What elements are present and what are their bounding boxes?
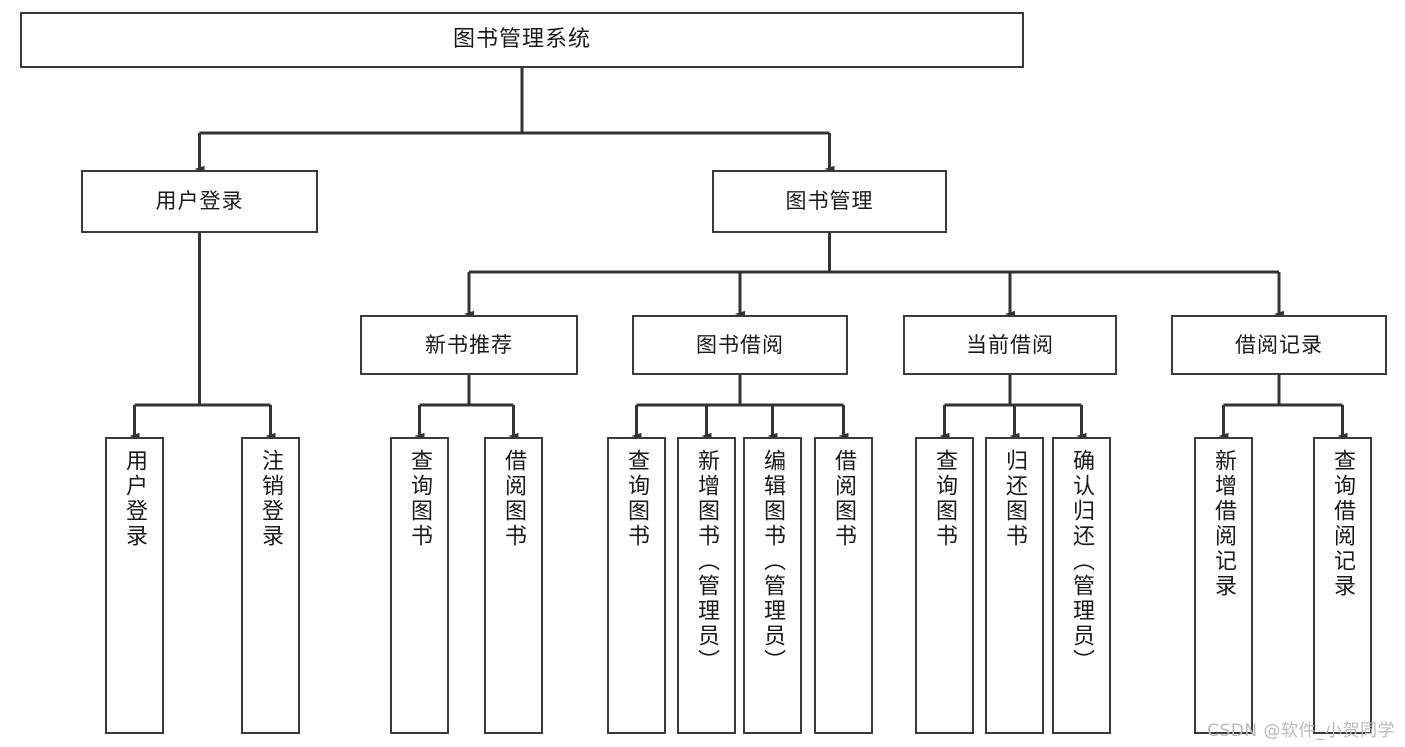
edge-group xyxy=(129,68,1348,440)
node-bookmgmt[interactable]: 图书管理 xyxy=(712,170,947,233)
node-record[interactable]: 借阅记录 xyxy=(1171,315,1387,375)
node-label: 查询借阅记录 xyxy=(1330,449,1356,599)
watermark-label: CSDN @软件_小贺同学 xyxy=(1207,721,1395,741)
node-label: 当前借阅 xyxy=(966,332,1054,357)
node-label: 注销登录 xyxy=(258,449,284,549)
node-label: 新书推荐 xyxy=(425,332,513,357)
node-label: 新增借阅记录 xyxy=(1211,449,1237,599)
node-leaf10[interactable]: 归还图书 xyxy=(985,437,1044,734)
node-label: 借阅图书 xyxy=(501,449,527,549)
node-leaf6[interactable]: 新增图书（管理员） xyxy=(677,437,736,734)
node-label: 归还图书 xyxy=(1002,449,1028,549)
node-label: 借阅记录 xyxy=(1235,332,1323,357)
node-label: 用户登录 xyxy=(155,189,244,214)
node-label: 图书借阅 xyxy=(696,332,784,357)
node-label: 查询图书 xyxy=(932,449,958,549)
node-label: 编辑图书（管理员） xyxy=(760,449,786,674)
node-leaf5[interactable]: 查询图书 xyxy=(607,437,666,734)
node-label: 图书管理系统 xyxy=(452,27,591,53)
node-label: 确认归还（管理员） xyxy=(1069,449,1095,674)
node-leaf8[interactable]: 借阅图书 xyxy=(814,437,873,734)
node-label: 借阅图书 xyxy=(831,449,857,549)
node-label: 查询图书 xyxy=(624,449,650,549)
node-borrow[interactable]: 图书借阅 xyxy=(632,315,848,375)
node-leaf13[interactable]: 查询借阅记录 xyxy=(1313,437,1372,734)
node-leaf11[interactable]: 确认归还（管理员） xyxy=(1052,437,1111,734)
node-leaf1[interactable]: 用户登录 xyxy=(105,437,164,734)
node-label: 用户登录 xyxy=(122,449,148,549)
node-login[interactable]: 用户登录 xyxy=(81,170,318,233)
node-root[interactable]: 图书管理系统 xyxy=(20,12,1024,68)
node-leaf4[interactable]: 借阅图书 xyxy=(484,437,543,734)
node-newbook[interactable]: 新书推荐 xyxy=(360,315,578,375)
node-leaf7[interactable]: 编辑图书（管理员） xyxy=(743,437,802,734)
node-leaf9[interactable]: 查询图书 xyxy=(915,437,974,734)
node-label: 新增图书（管理员） xyxy=(694,449,720,674)
node-label: 图书管理 xyxy=(785,189,874,214)
node-leaf12[interactable]: 新增借阅记录 xyxy=(1194,437,1253,734)
node-leaf2[interactable]: 注销登录 xyxy=(241,437,300,734)
node-current[interactable]: 当前借阅 xyxy=(903,315,1117,375)
node-label: 查询图书 xyxy=(407,449,433,549)
node-leaf3[interactable]: 查询图书 xyxy=(390,437,449,734)
